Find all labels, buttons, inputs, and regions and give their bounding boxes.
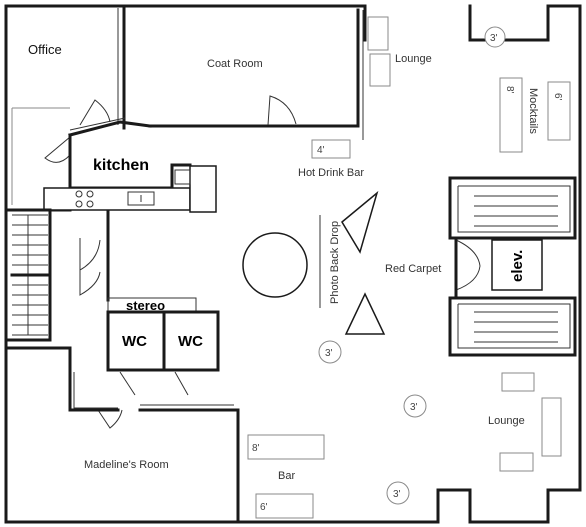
room-label-office: Office xyxy=(28,42,62,57)
dimension-bar-top: 8' xyxy=(252,443,260,454)
dimension-table-right: 3' xyxy=(410,402,418,413)
room-label-coat-room: Coat Room xyxy=(207,58,263,70)
elevator-label: elev. xyxy=(509,250,526,282)
room-label-lounge-bottom: Lounge xyxy=(488,415,525,427)
door-swings xyxy=(44,95,297,429)
room-label-lounge-top: Lounge xyxy=(395,53,432,65)
dimension-bar-bottom: 6' xyxy=(260,502,268,513)
dimension-table-center: 3' xyxy=(325,348,333,359)
elevator-block xyxy=(448,176,582,357)
room-label-bar: Bar xyxy=(278,470,295,482)
furniture xyxy=(242,16,571,519)
exterior-walls xyxy=(4,4,582,524)
room-label-wc-left: WC xyxy=(122,333,147,350)
coat-room-walls xyxy=(68,4,364,140)
room-label-red-carpet: Red Carpet xyxy=(385,263,441,275)
room-label-wc-right: WC xyxy=(178,333,203,350)
madelines-room-walls xyxy=(6,346,240,524)
dimension-mocktails-right: 6' xyxy=(552,93,563,101)
room-label-mocktails: Mocktails xyxy=(527,88,539,134)
room-label-photo-back-drop: Photo Back Drop xyxy=(329,221,341,304)
stereo-wc-block xyxy=(106,297,220,372)
dimension-hot-drink: 4' xyxy=(317,145,325,156)
dimension-table-bottom: 3' xyxy=(393,489,401,500)
dimension-table-top-right: 3' xyxy=(490,33,498,44)
kitchen-area xyxy=(43,133,217,302)
room-label-hot-drink-bar: Hot Drink Bar xyxy=(298,167,364,179)
dimension-mocktails-left: 8' xyxy=(504,86,515,94)
stairs-left xyxy=(6,208,52,342)
room-label-stereo: stereo xyxy=(126,298,165,313)
room-label-kitchen: kitchen xyxy=(93,157,149,174)
room-label-madelines-room: Madeline's Room xyxy=(84,459,169,471)
